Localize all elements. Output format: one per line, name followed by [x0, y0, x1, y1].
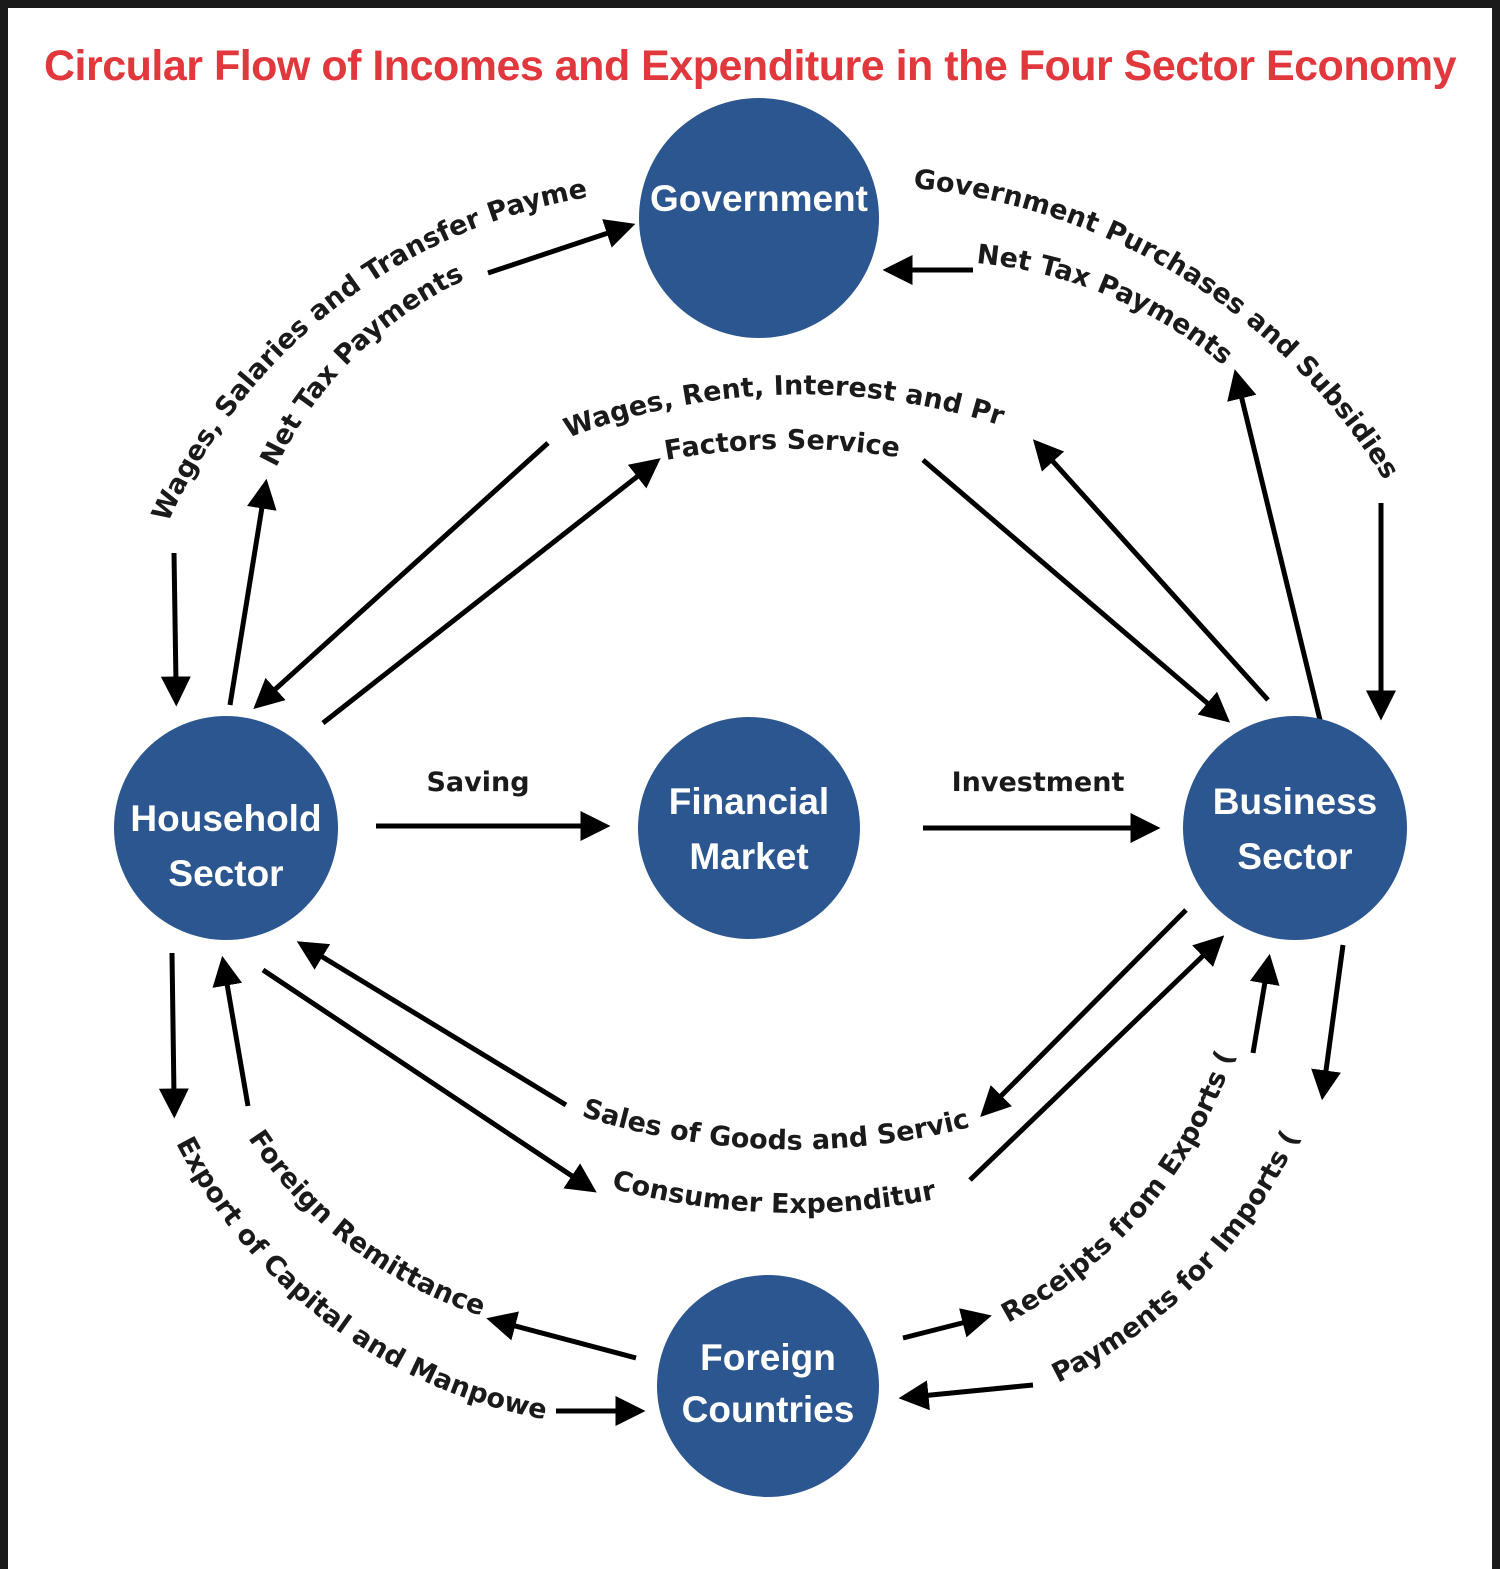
financial-market-circle: [638, 717, 860, 939]
arrow-payments-to-foreign: [898, 1380, 1034, 1411]
arrow-government-to-household: [160, 552, 191, 707]
government-label: Government: [650, 178, 868, 219]
foreign-node: Foreign Countries: [657, 1275, 879, 1497]
circular-flow-diagram: Government Household Sector Financial Ma…: [8, 8, 1407, 1497]
business-node: Business Sector: [1183, 716, 1407, 940]
arrow-business-to-government-tax: [1227, 369, 1323, 721]
business-label-line2: Sector: [1237, 836, 1352, 877]
arrow-consumer-exp: [261, 967, 597, 1193]
arrow-consumer-to-business: [968, 935, 1225, 1182]
arrow-factor-to-business: [921, 458, 1231, 723]
diagram-title: Circular Flow of Incomes and Expenditure…: [44, 42, 1457, 90]
business-circle: [1183, 716, 1407, 940]
household-label-line1: Household: [130, 798, 321, 839]
foreign-label-line2: Countries: [682, 1389, 855, 1430]
arrow-foreign-remittance: [486, 1311, 637, 1361]
label-net-tax-business-path: Net Tax Payments: [975, 239, 1238, 371]
financial-market-node: Financial Market: [638, 717, 860, 939]
government-node: Government: [639, 98, 879, 338]
foreign-circle: [657, 1275, 879, 1497]
arrow-wages-to-household: [253, 441, 550, 710]
label-saving: Saving: [426, 767, 529, 798]
household-circle: [114, 716, 338, 940]
arrow-receipts-to-business: [1249, 953, 1280, 1054]
arrow-business-sales: [980, 908, 1188, 1117]
label-net-tax-business: Net Tax Payments: [975, 239, 1238, 371]
financial-label-line2: Market: [689, 836, 808, 877]
business-label-line1: Business: [1213, 781, 1378, 822]
flow-arrows: [158, 219, 1396, 1426]
financial-label-line1: Financial: [669, 781, 829, 822]
arrow-household-to-government: [487, 219, 636, 276]
government-circle: [639, 98, 879, 338]
arrow-business-payments: [1311, 944, 1346, 1101]
household-label-line2: Sector: [168, 853, 283, 894]
arrow-business-wages: [1032, 439, 1270, 702]
foreign-label-line1: Foreign: [700, 1337, 836, 1378]
household-node: Household Sector: [114, 716, 338, 940]
diagram-frame: Circular Flow of Incomes and Expenditure…: [8, 8, 1492, 1569]
label-foreign-remittance: Foreign Remittance: [242, 1124, 489, 1322]
label-foreign-remittance-path: Foreign Remittance: [242, 1124, 489, 1322]
arrow-foreign-receipts: [902, 1308, 992, 1341]
label-investment: Investment: [952, 767, 1125, 798]
arrow-household-to-government-tax: [227, 478, 277, 706]
arrow-household-export: [158, 952, 189, 1119]
arrow-sales-to-household: [296, 941, 568, 1108]
arrow-remittance-to-household: [212, 955, 251, 1107]
arrow-factor-services: [321, 458, 661, 725]
